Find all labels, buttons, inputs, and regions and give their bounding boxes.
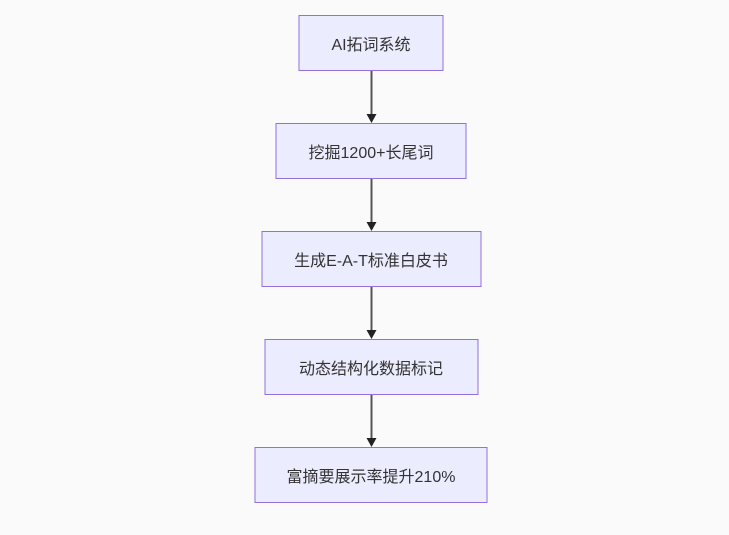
arrow-down-icon xyxy=(366,222,376,231)
arrow-down-icon xyxy=(366,114,376,123)
flowchart: AI拓词系统 挖掘1200+长尾词 生成E-A-T标准白皮书 动态结构化数据标记 xyxy=(254,15,488,503)
flowchart-node-rich-snippet-result: 富摘要展示率提升210% xyxy=(254,447,488,503)
node-label: 动态结构化数据标记 xyxy=(298,361,443,378)
node-label: 生成E-A-T标准白皮书 xyxy=(294,253,448,270)
arrow-down-icon xyxy=(366,330,376,339)
node-label: 富摘要展示率提升210% xyxy=(286,469,456,486)
edge-n4-n5 xyxy=(366,395,376,447)
edge-line xyxy=(370,287,372,330)
edge-n2-n3 xyxy=(366,179,376,231)
node-label: 挖掘1200+长尾词 xyxy=(308,145,434,162)
edge-n1-n2 xyxy=(366,71,376,123)
edge-n3-n4 xyxy=(366,287,376,339)
edge-line xyxy=(370,395,372,438)
flowchart-node-eat-whitepaper: 生成E-A-T标准白皮书 xyxy=(261,231,481,287)
flowchart-node-longtail-keywords: 挖掘1200+长尾词 xyxy=(275,123,467,179)
flowchart-node-ai-word-expansion: AI拓词系统 xyxy=(298,15,444,71)
edge-line xyxy=(370,179,372,222)
arrow-down-icon xyxy=(366,438,376,447)
edge-line xyxy=(370,71,372,114)
flowchart-node-structured-data-markup: 动态结构化数据标记 xyxy=(264,339,478,395)
node-label: AI拓词系统 xyxy=(331,37,411,54)
